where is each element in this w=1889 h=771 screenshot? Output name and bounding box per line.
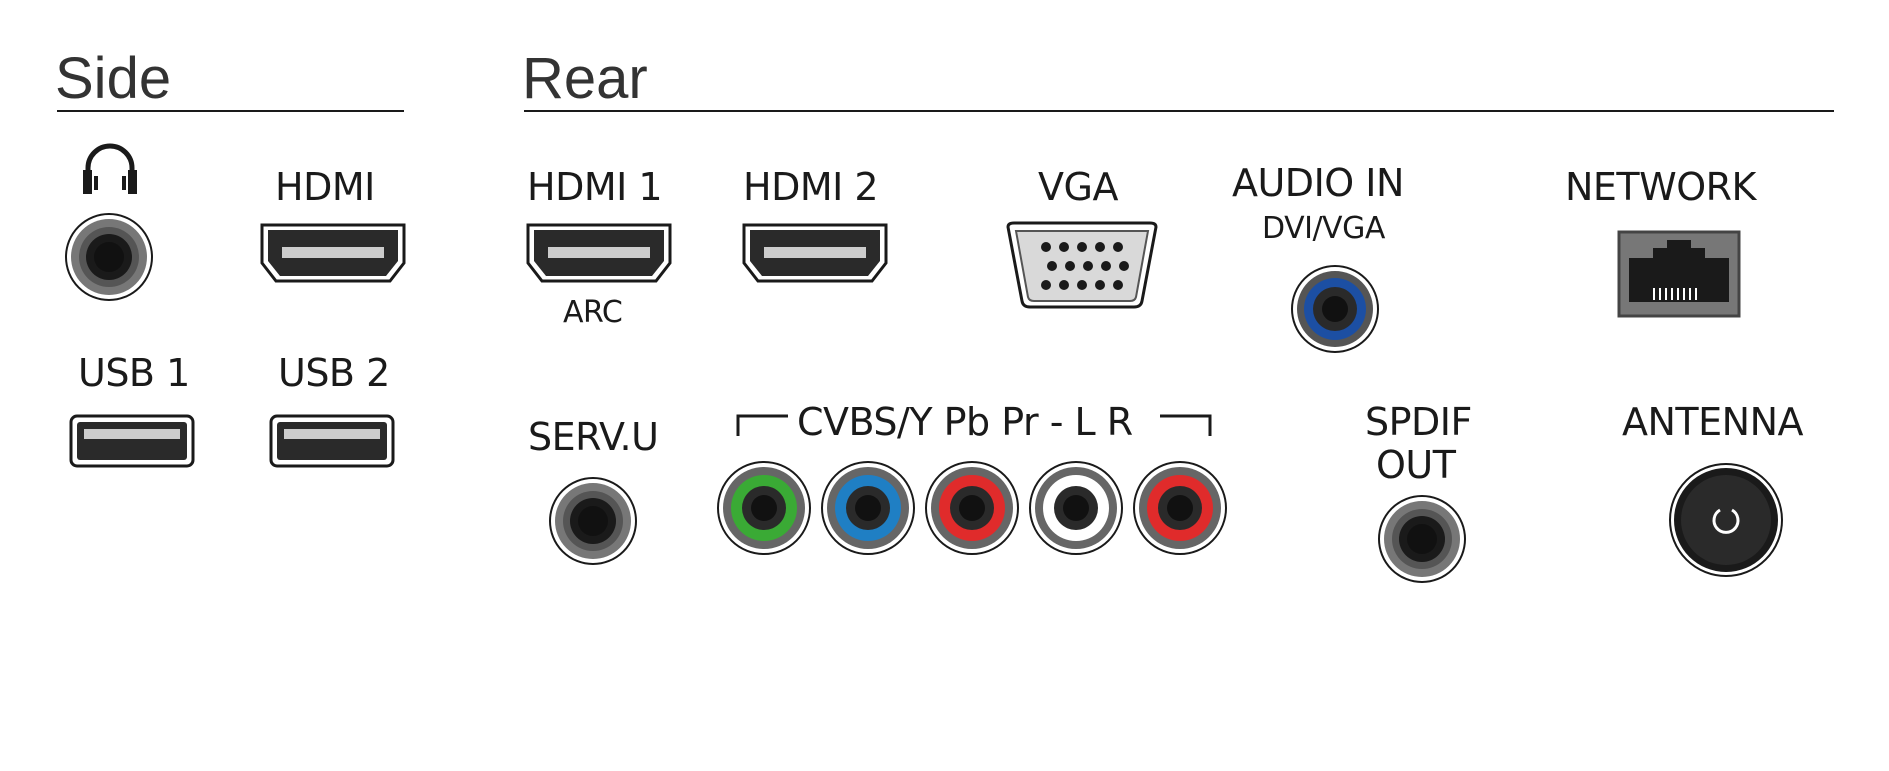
vga-port (1006, 221, 1158, 309)
usb1-label: USB 1 (78, 351, 190, 395)
audio-right-jack (1133, 461, 1227, 555)
audio-left-jack (1029, 461, 1123, 555)
spdif-label-line1: SPDIF (1365, 400, 1472, 444)
network-port (1617, 230, 1741, 318)
cvbs-bracket-left (736, 414, 788, 436)
servu-jack (549, 477, 637, 565)
rear-divider (524, 110, 1834, 112)
section-side-title: Side (55, 46, 172, 111)
hdmi1-port (526, 223, 672, 283)
headphones-icon (83, 143, 137, 194)
component-pb-jack (821, 461, 915, 555)
headphone-jack (65, 213, 153, 301)
usb1-port (69, 414, 195, 468)
component-y-jack (717, 461, 811, 555)
hdmi1-arc-label: ARC (563, 295, 623, 330)
vga-label: VGA (1038, 165, 1118, 209)
cvbs-bracket-right (1160, 414, 1212, 436)
spdif-label-line2: OUT (1376, 443, 1456, 487)
side-hdmi-port (260, 223, 406, 283)
antenna-label: ANTENNA (1622, 400, 1804, 444)
audio-in-sublabel: DVI/VGA (1262, 211, 1385, 246)
audio-in-jack (1291, 265, 1379, 353)
network-label: NETWORK (1565, 165, 1756, 209)
audio-in-label: AUDIO IN (1232, 161, 1404, 205)
hdmi1-label: HDMI 1 (527, 165, 663, 209)
usb2-label: USB 2 (278, 351, 390, 395)
cvbs-label: CVBS/Y Pb Pr - L R (797, 400, 1133, 444)
hdmi2-label: HDMI 2 (743, 165, 879, 209)
servu-label: SERV.U (528, 415, 659, 459)
component-pr-jack (925, 461, 1019, 555)
section-rear-title: Rear (522, 46, 648, 111)
usb2-port (269, 414, 395, 468)
antenna-port (1669, 463, 1783, 577)
hdmi2-port (742, 223, 888, 283)
side-hdmi-label: HDMI (275, 165, 375, 209)
side-divider (57, 110, 404, 112)
spdif-out-jack (1378, 495, 1466, 583)
